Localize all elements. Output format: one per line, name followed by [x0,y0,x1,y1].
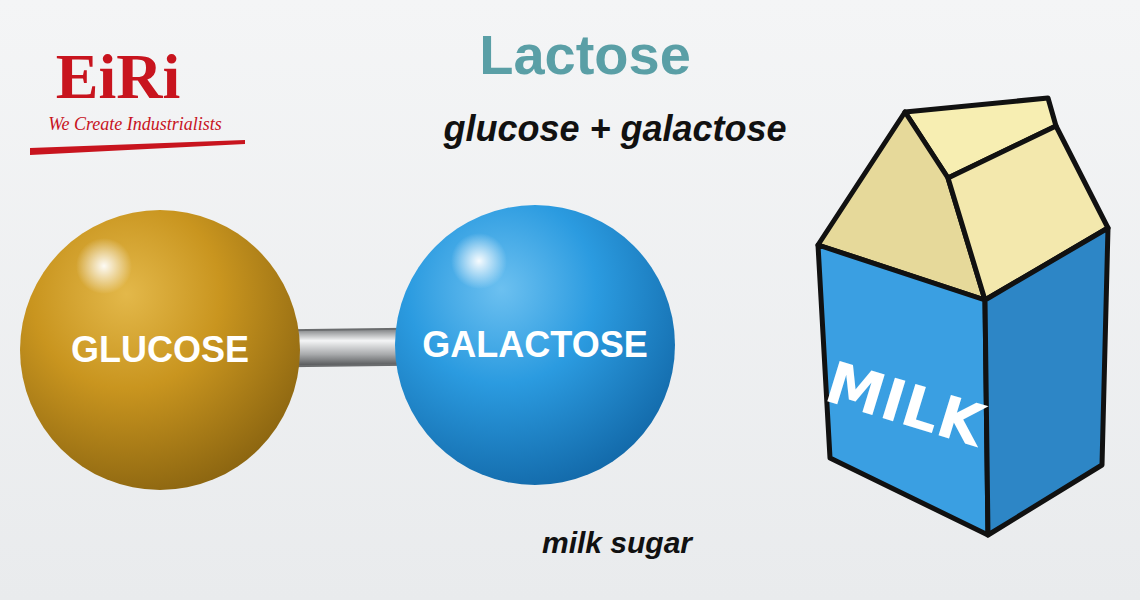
molecule-name: GALACTOSE [422,324,647,366]
carton-shape [800,90,1120,550]
title: Lactose [479,22,691,87]
circle-highlight [451,233,507,289]
formula-caption: glucose + galactose [443,108,786,150]
molecule-name: GLUCOSE [71,329,249,371]
bond-rod [288,347,407,349]
circle-highlight [76,238,132,294]
circle-fill [395,205,675,485]
caption-text: milk sugar [542,526,692,560]
bond-connector [288,347,407,349]
logo-underline [30,140,245,155]
molecule-circle: GALACTOSE [395,205,675,485]
carton-side [985,228,1108,535]
bond-outline [288,347,407,349]
circle-fill [20,210,300,490]
milk-carton: MILK [800,90,1120,550]
logo-slogan: We Create Industrialists [48,114,222,135]
molecule-circle: GLUCOSE [20,210,300,490]
logo-mark: EiRi [56,40,180,114]
